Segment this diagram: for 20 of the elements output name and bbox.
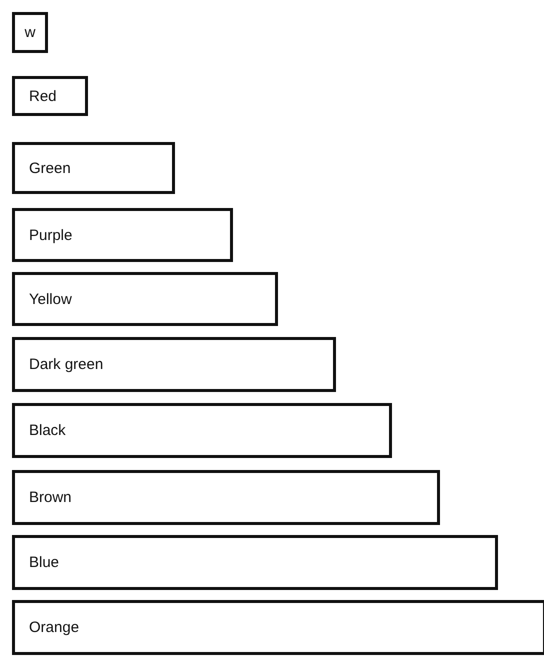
- box-label: Purple: [28, 226, 72, 244]
- box-label: Blue: [28, 554, 60, 571]
- process-box: [12, 403, 392, 458]
- process-box: [12, 272, 278, 326]
- box-label: Orange: [28, 619, 80, 636]
- box-label: Green: [28, 160, 71, 176]
- box-label: w: [24, 24, 36, 41]
- process-box: [12, 76, 88, 116]
- box-label: Dark green: [28, 356, 104, 373]
- box-label: Red: [28, 88, 57, 104]
- process-box: [12, 600, 544, 655]
- process-box: [12, 535, 498, 590]
- process-box: [12, 142, 175, 194]
- process-box: [12, 470, 440, 525]
- process-box: [12, 12, 48, 53]
- box-label: Black: [28, 422, 66, 439]
- box-label: Yellow: [28, 290, 72, 308]
- box-label: Brown: [28, 489, 72, 506]
- process-box: [12, 208, 233, 262]
- process-box: [12, 337, 336, 392]
